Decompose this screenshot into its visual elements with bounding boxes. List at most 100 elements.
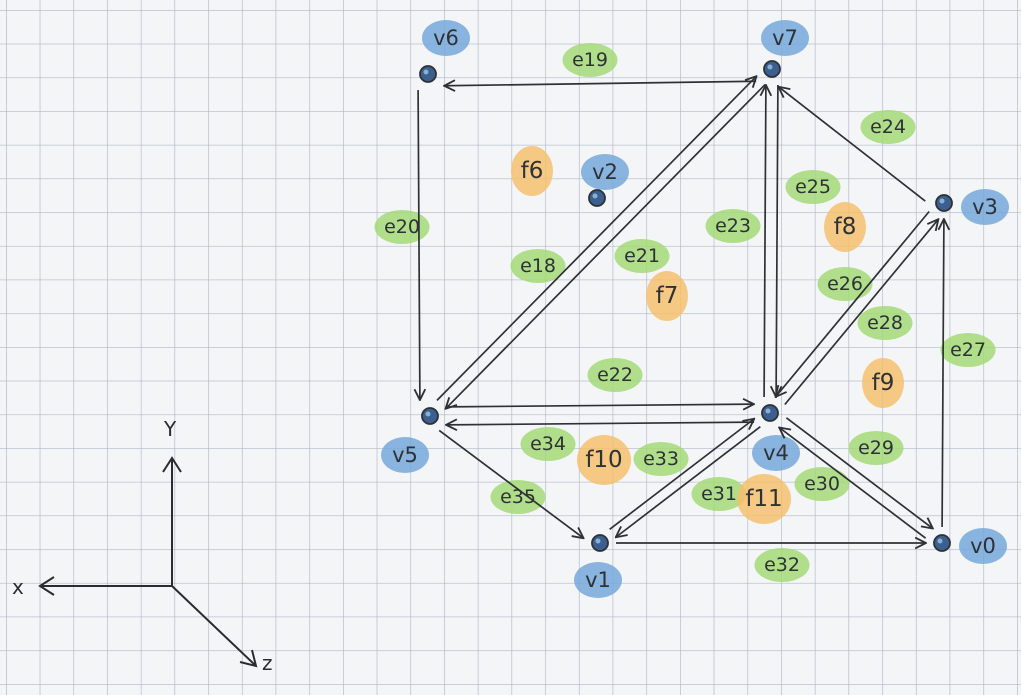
edge-label-e21: e21 [624,245,660,267]
face-label-f10: f10 [585,447,622,473]
labels: e18 e19 e20 e21 e22 e23 e24 e25 e26 e27 e28 e29 e30 e… [384,26,998,592]
edge-e26 [784,219,939,406]
vertex-v5 [421,407,439,425]
axis-y-label: Y [163,417,177,441]
edge-label-highlight-e22 [587,358,643,392]
face-label-f6: f6 [521,158,544,184]
face-label-highlight-f6 [511,146,553,196]
edge-label-e29: e29 [858,437,894,459]
axis-z-line [171,585,257,667]
vertex-shine-v1 [595,538,601,544]
edge-label-highlight-e20 [374,210,430,244]
edge-e18 [436,76,757,401]
edge-label-e26: e26 [827,273,863,295]
edge-label-highlight-e33 [633,442,689,476]
edge-e34 [446,422,755,425]
vertex-label-v4: v4 [763,441,789,465]
vertex-label-highlight-v3 [961,189,1009,225]
axis-gizmo: Y x z [12,417,273,675]
vertex-v0 [933,534,951,552]
edge-label-highlight-e30 [794,467,850,501]
edge-label-highlight-e23 [705,209,761,243]
edge-e24 [778,87,926,202]
edge-label-highlight-e29 [848,431,904,465]
face-label-f9: f9 [872,370,895,396]
edge-label-e24: e24 [870,116,906,138]
vertex-shine-v3 [939,198,945,204]
edge-e30 [779,427,927,539]
edge-label-e30: e30 [804,473,840,495]
edge-label-e33: e33 [643,448,679,470]
edge-label-e19: e19 [572,49,608,71]
vertex-label-v3: v3 [972,195,998,219]
edges [418,76,944,543]
label-highlights [374,20,1009,598]
edge-e19 [444,81,757,86]
face-label-highlight-f8 [824,202,866,252]
axis-z-arrowhead [239,649,258,668]
axis-z-label: z [262,651,273,675]
vertex-label-highlight-v2 [581,154,629,190]
edge-e21 [446,84,766,409]
edge-label-e34: e34 [530,433,566,455]
edge-e28 [776,210,930,396]
vertex-shine-v5 [425,411,431,417]
edge-label-e23: e23 [715,215,751,237]
vertex-v7 [763,60,781,78]
edge-e23 [764,85,766,397]
edge-e20 [418,90,420,400]
vertex-label-highlight-v6 [422,20,470,56]
edge-label-highlight-e27 [940,333,996,367]
edge-label-highlight-e18 [510,249,566,283]
edge-label-e31: e31 [701,483,737,505]
vertex-label-v6: v6 [433,26,459,50]
face-label-f8: f8 [834,214,857,240]
axis-y-arrowhead [162,456,182,473]
edge-label-e27: e27 [950,339,986,361]
vertex-v6 [419,65,437,83]
edge-label-e28: e28 [867,312,903,334]
vertex-label-highlight-v7 [761,20,809,56]
edge-e22 [445,404,754,407]
edge-label-highlight-e21 [614,239,670,273]
edge-label-e18: e18 [520,255,556,277]
edge-label-e35: e35 [500,486,536,508]
vertex-label-highlight-v4 [752,435,800,471]
edge-e33 [609,419,755,530]
edge-label-e25: e25 [795,176,831,198]
face-label-highlight-f11 [737,474,791,524]
edge-label-highlight-e24 [860,110,916,144]
axis-x-label: x [12,575,24,599]
vertex-shine-v0 [937,538,943,544]
edge-e25 [776,85,778,397]
vertex-label-v5: v5 [392,443,418,467]
edge-label-highlight-e31 [691,477,747,511]
edge-label-highlight-e35 [490,480,546,514]
edge-label-highlight-e19 [562,43,618,77]
edge-label-e20: e20 [384,216,420,238]
edge-e29 [785,417,932,529]
vertex-v3 [935,194,953,212]
vertex-shine-v6 [423,69,429,75]
face-label-f7: f7 [656,283,679,309]
vertex-label-v2: v2 [592,160,618,184]
axis-x-arrowhead [38,576,55,596]
edge-label-highlight-e28 [857,306,913,340]
vertex-shine-v4 [765,408,771,414]
vertex-label-v1: v1 [585,568,611,592]
vertex-label-highlight-v5 [381,437,429,473]
vertex-label-highlight-v1 [574,562,622,598]
vertex-v2 [588,189,606,207]
edge-label-highlight-e25 [785,170,841,204]
vertex-label-highlight-v0 [959,528,1007,564]
edge-label-e22: e22 [597,364,633,386]
vertices [419,60,953,552]
face-label-f11: f11 [745,486,782,512]
face-label-highlight-f9 [862,358,904,408]
edge-e27 [942,219,944,528]
edge-label-highlight-e34 [520,427,576,461]
vertex-shine-v2 [592,193,598,199]
vertex-v4 [761,404,779,422]
